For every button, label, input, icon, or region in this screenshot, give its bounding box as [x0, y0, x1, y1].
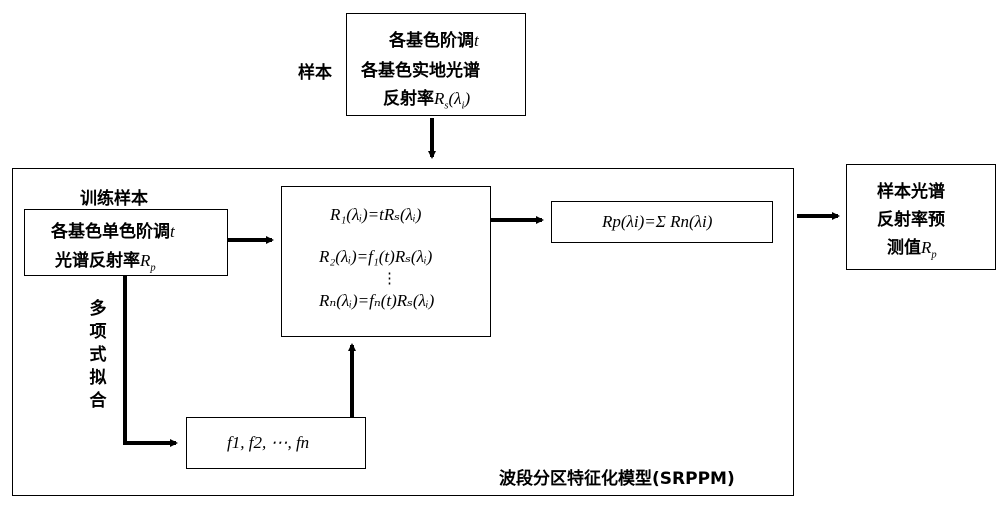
- reflectance-line: 反射率Rs(λi): [383, 89, 471, 112]
- solid-spectrum-line: 各基色实地光谱: [361, 61, 480, 81]
- equations-box: R₁(λᵢ)=tRₛ(λᵢ) R₂(λᵢ)=f₁(t)Rₛ(λᵢ) ⋮ Rₙ(λ…: [281, 186, 491, 337]
- fit-char: 项: [89, 322, 107, 342]
- result-line-2: 反射率预: [877, 210, 945, 230]
- equation-2: R₂(λᵢ)=f₁(t)Rₛ(λᵢ): [319, 247, 433, 266]
- training-samples-box: 各基色单色阶调t 光谱反射率Rp: [24, 209, 228, 276]
- sum-box: Rp(λi)=Σ Rn(λi): [551, 201, 773, 243]
- equation-dots: ⋮: [382, 271, 397, 287]
- fit-char: 式: [89, 345, 107, 365]
- equation-1: R₁(λᵢ)=tRₛ(λᵢ): [330, 205, 422, 224]
- polynomial-fitting-label: 多 项 式 拟 合: [88, 298, 108, 413]
- mono-tone-line: 各基色单色阶调t: [51, 222, 175, 242]
- fitted-functions-box: f1, f2, ⋯, fn: [186, 417, 366, 469]
- prediction-result-box: 样本光谱 反射率预 测值Rp: [846, 164, 996, 270]
- equation-n: Rₙ(λᵢ)=fₙ(t)Rₛ(λᵢ): [319, 291, 435, 310]
- model-title: 波段分区特征化模型(SRPPM): [499, 469, 735, 489]
- function-list: f1, f2, ⋯, fn: [227, 433, 310, 452]
- training-reflectance-line: 光谱反射率Rp: [55, 251, 156, 274]
- training-samples-label: 训练样本: [80, 189, 148, 209]
- sum-equation: Rp(λi)=Σ Rn(λi): [602, 212, 713, 231]
- tone-line: 各基色阶调t: [389, 31, 479, 51]
- result-line-1: 样本光谱: [877, 182, 945, 202]
- fit-char: 拟: [89, 368, 107, 388]
- fit-char: 合: [89, 391, 107, 411]
- sample-input-box: 各基色阶调t 各基色实地光谱 反射率Rs(λi): [346, 13, 526, 116]
- sample-label: 样本: [298, 63, 332, 83]
- fit-char: 多: [89, 299, 107, 319]
- result-line-3: 测值Rp: [887, 238, 937, 261]
